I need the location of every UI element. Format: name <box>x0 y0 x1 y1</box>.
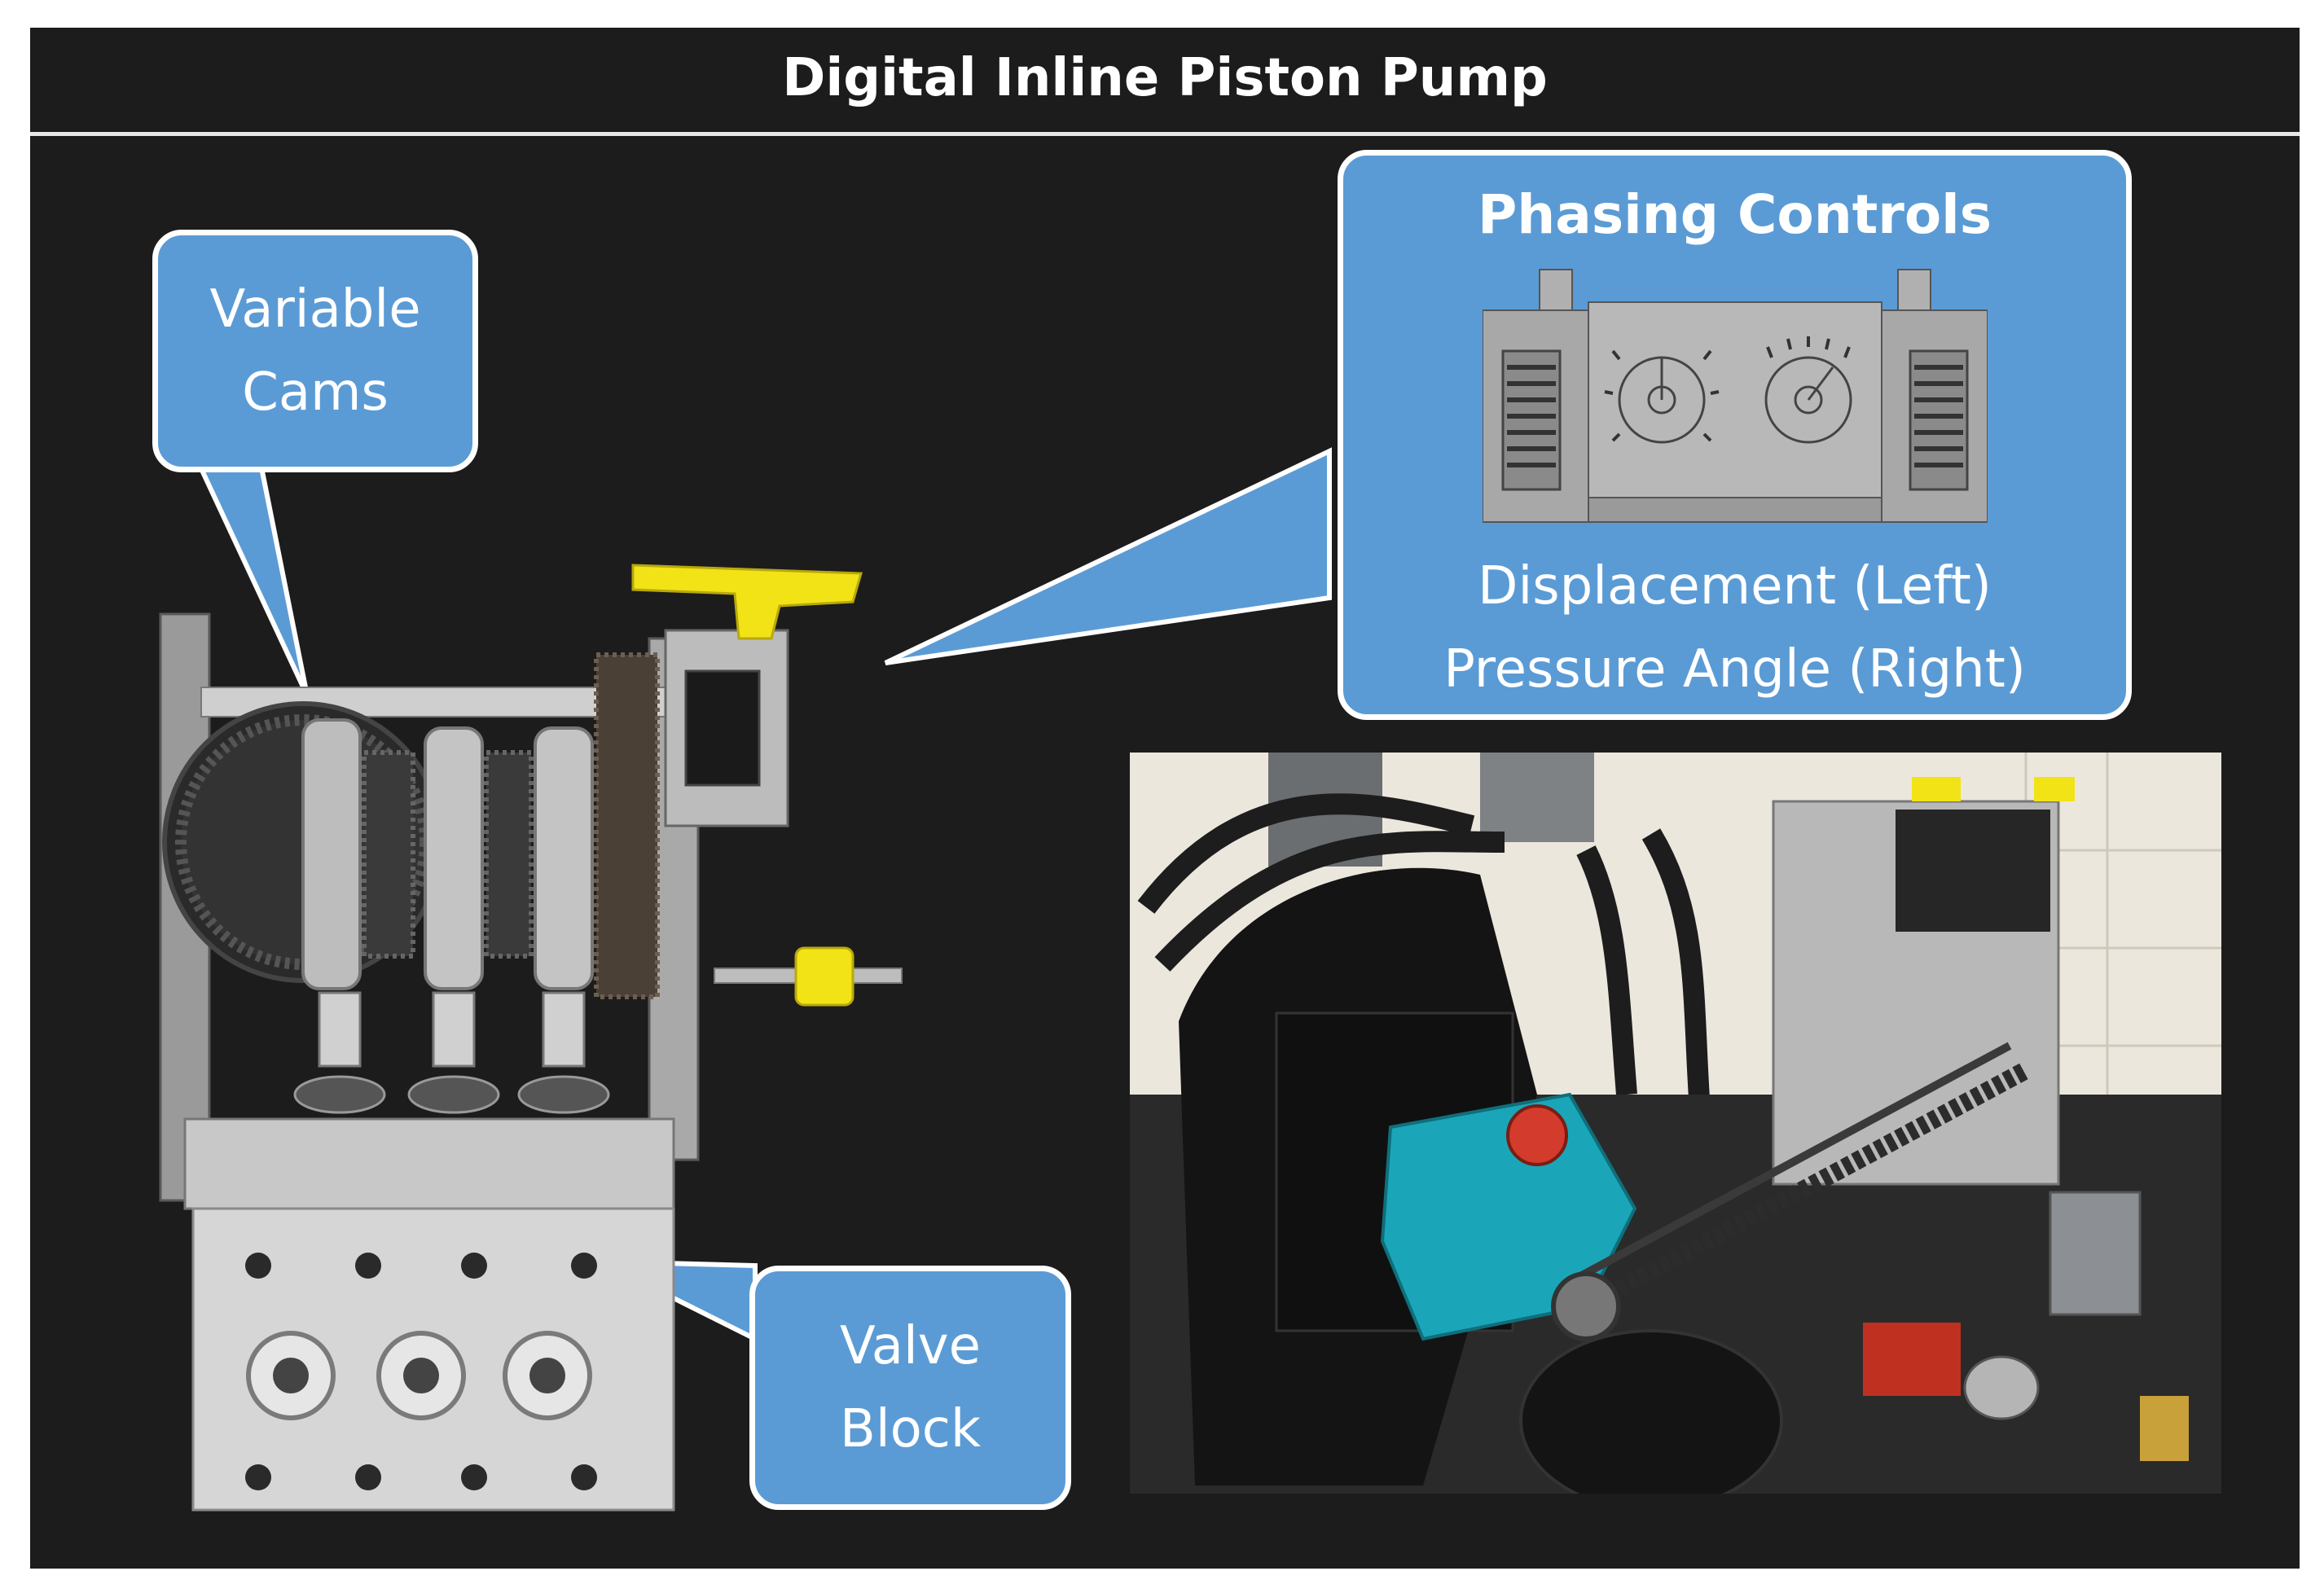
title-bar: Digital Inline Piston Pump <box>30 28 2300 129</box>
variable-cams-line1: Variable <box>209 279 421 340</box>
valve-block-line2: Block <box>839 1399 982 1459</box>
variable-cams-line2: Cams <box>242 362 389 423</box>
phasing-controls-heading: Phasing Controls <box>1477 183 1992 246</box>
phasing-controls-line2: Pressure Angle (Right) <box>1443 639 2026 700</box>
slide: Digital Inline Piston Pump <box>30 28 2300 1569</box>
phasing-controls-diagram <box>1482 269 1988 523</box>
pump-assembly-photo <box>159 564 903 1512</box>
test-rig-photo <box>1130 753 2221 1494</box>
phasing-controls-pointer <box>884 447 1332 665</box>
variable-cams-callout: Variable Cams <box>152 230 478 472</box>
valve-block-callout: Valve Block <box>749 1266 1071 1510</box>
phasing-controls-line1: Displacement (Left) <box>1478 556 1992 617</box>
title-divider <box>30 132 2300 136</box>
valve-block-line1: Valve <box>839 1316 982 1376</box>
page-title: Digital Inline Piston Pump <box>782 48 1548 108</box>
phasing-controls-callout: Phasing Controls <box>1338 150 2132 720</box>
